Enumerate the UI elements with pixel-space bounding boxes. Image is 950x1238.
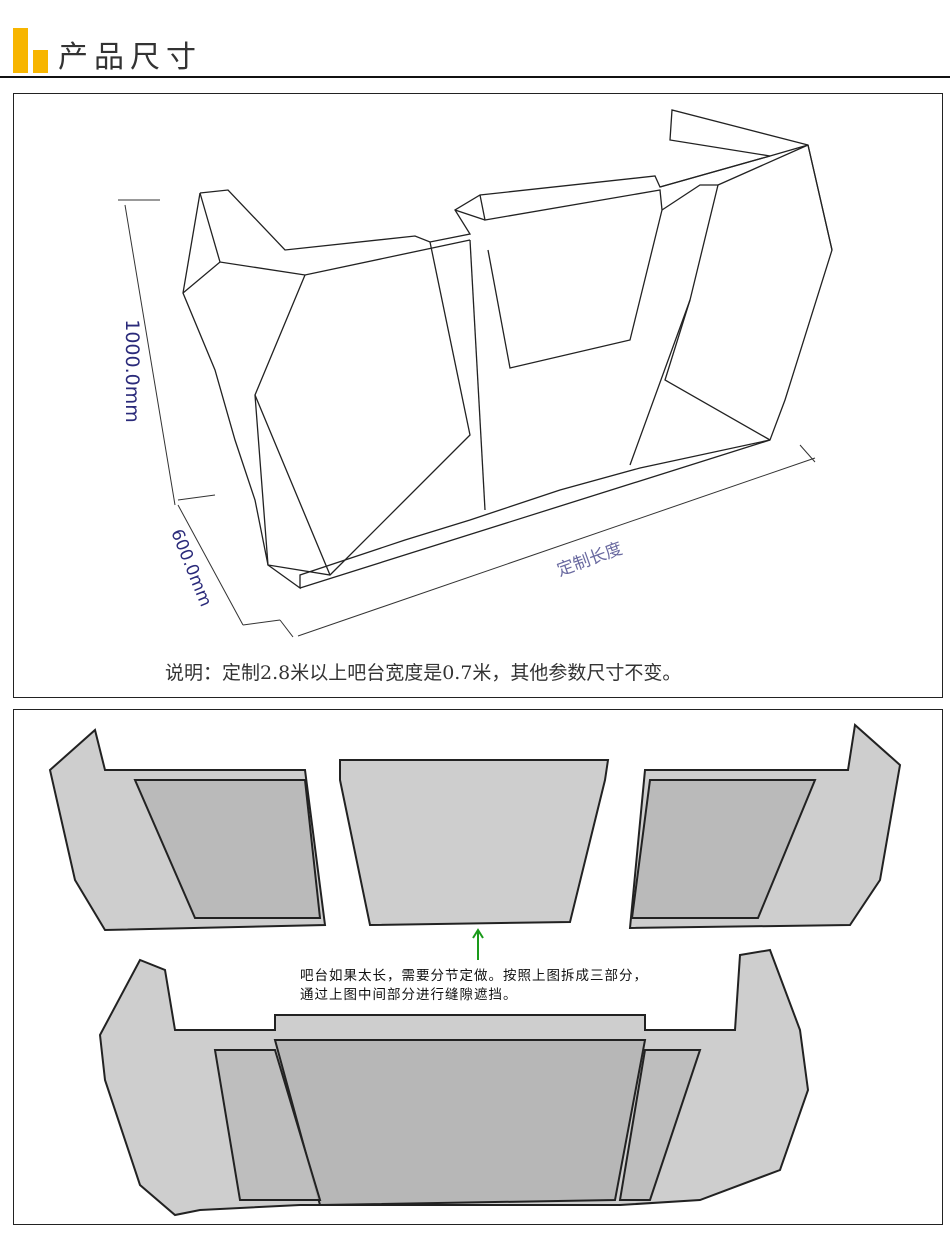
header-bar-short	[33, 50, 48, 73]
split-note: 吧台如果太长，需要分节定做。按照上图拆成三部分， 通过上图中间部分进行缝隙遮挡。	[300, 967, 648, 1005]
split-note-line-2: 通过上图中间部分进行缝隙遮挡。	[300, 987, 518, 1003]
section-title: 产品尺寸	[58, 40, 202, 75]
bar-counter-line-drawing	[118, 109, 833, 638]
split-note-line-1: 吧台如果太长，需要分节定做。按照上图拆成三部分，	[300, 968, 648, 984]
dimension-note: 说明：定制2.8米以上吧台宽度是0.7米，其他参数尺寸不变。	[165, 662, 682, 684]
header-divider	[0, 76, 950, 78]
header-bar-tall	[13, 28, 28, 73]
